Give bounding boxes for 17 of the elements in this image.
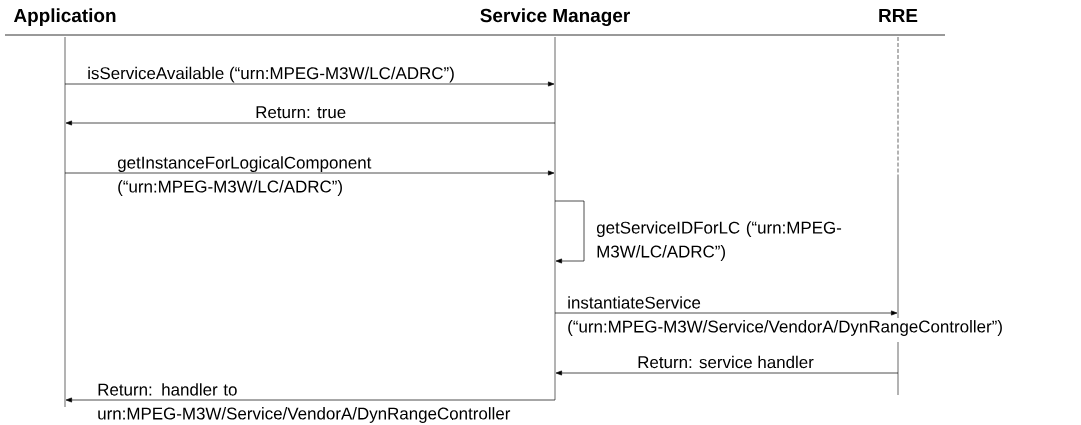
message-label: Return: handler to urn:MPEG-M3W/Service/VendorA/DynRangeController <box>98 383 511 423</box>
participant-label: Application <box>13 8 116 26</box>
message-label: Return: service handler <box>638 355 814 369</box>
message-arrow <box>64 170 555 176</box>
message-arrow <box>65 120 556 126</box>
message-label: isServiceAvailable (“urn:MPEG-M3W/LC/ADRC”) <box>88 66 454 83</box>
message-arrow <box>554 200 585 264</box>
message-label: getServiceIDForLC (“urn:MPEG-M3W/LC/ADRC”) <box>596 221 842 261</box>
message-arrow <box>64 81 555 87</box>
participant-label: RRE <box>879 9 918 22</box>
participant-label: Service Manager <box>480 8 630 26</box>
message-label: getInstanceForLogicalComponent (“urn:MPEG-M3W/LC/ADRC”) <box>117 156 372 196</box>
message-arrow <box>555 370 899 376</box>
message-label: Return: true <box>256 106 346 119</box>
message-arrow <box>554 310 898 316</box>
message-label: instantiateService (“urn:MPEG-M3W/Service/VendorA/DynRangeController”) <box>568 296 1002 336</box>
message-arrow <box>65 397 556 403</box>
